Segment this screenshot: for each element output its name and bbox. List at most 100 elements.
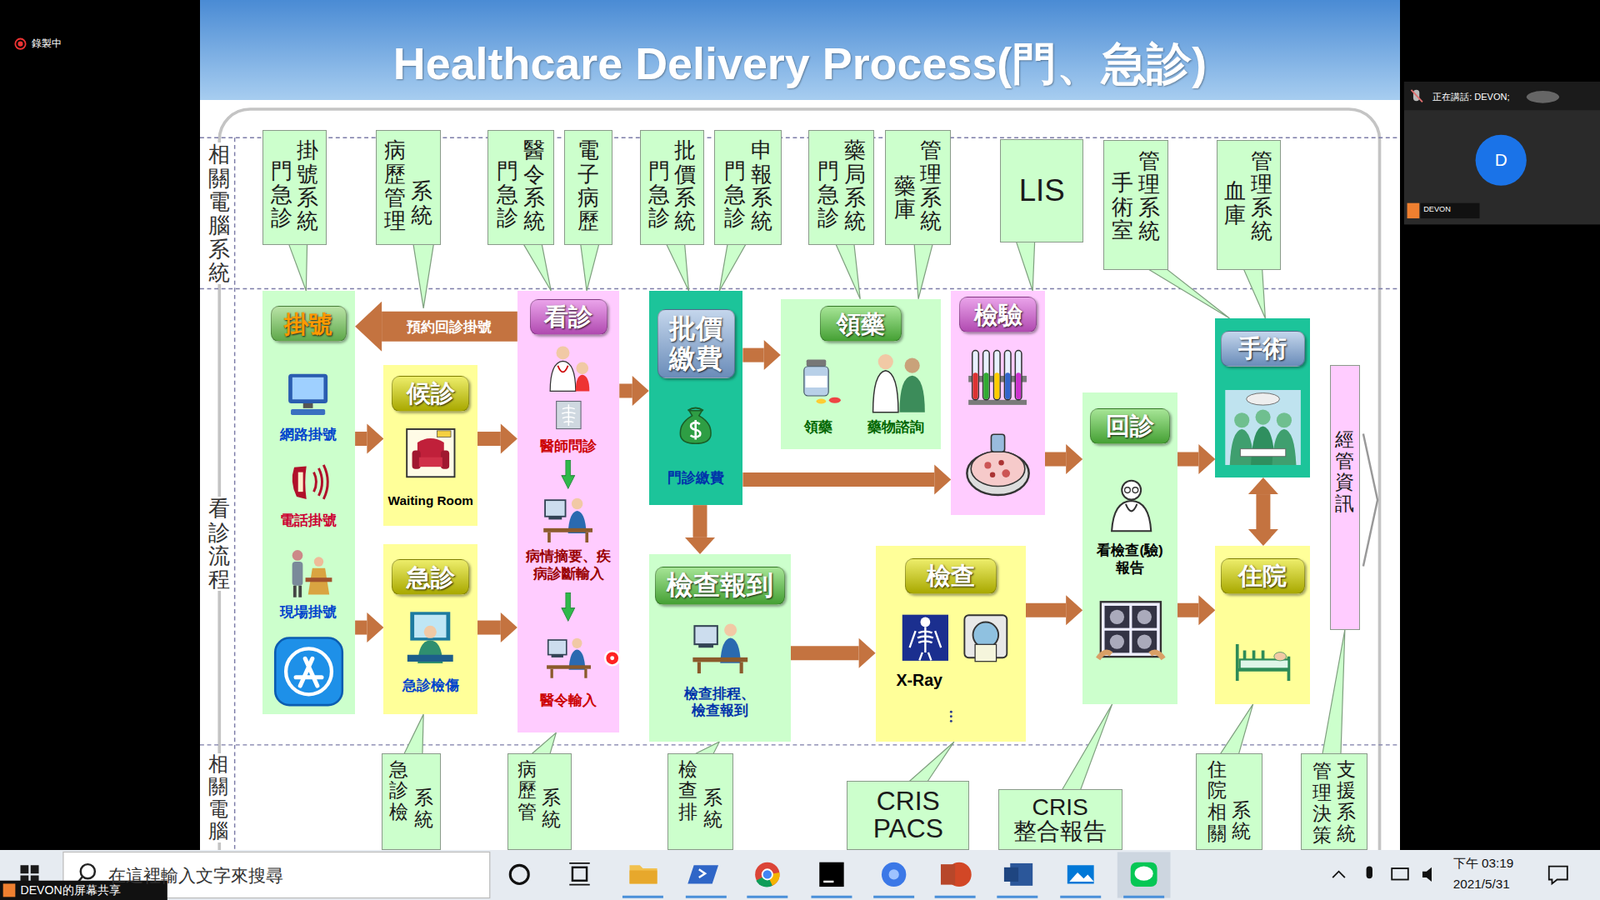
step-label: 醫令輸入 — [520, 691, 616, 710]
surgery-icon-part — [1229, 429, 1254, 465]
tubes-icon-part — [973, 372, 979, 400]
worker-icon-part — [546, 665, 591, 669]
people-icon-part — [305, 577, 333, 582]
system-name: 管理系統 — [1250, 149, 1273, 244]
taskbar-part — [1366, 866, 1373, 880]
scans-icon-part — [1098, 652, 1164, 660]
row-heading: 相關電腦系統 — [208, 142, 230, 285]
system-name: 管理系統 — [1138, 149, 1160, 244]
label-slot: 2021/5/31 — [1453, 876, 1510, 892]
system-callout: 藥庫管理系統 — [885, 130, 952, 245]
drdoc-icon-part — [1132, 487, 1139, 494]
step-header: 候診 — [391, 375, 470, 412]
taskbar — [0, 850, 1600, 900]
scans-icon-part — [1137, 635, 1152, 650]
doctor-icon-part — [576, 362, 590, 375]
recording-indicator-part — [15, 39, 25, 50]
label-slot: 相關電腦 — [208, 753, 229, 844]
callout-pointer — [914, 244, 933, 300]
skeleton-icon-part — [910, 626, 942, 660]
taskbar-part — [819, 862, 844, 887]
arrow-shaft — [355, 620, 367, 635]
xray-icon-part — [561, 404, 575, 426]
tubes-icon-part — [1005, 350, 1012, 400]
column-row: 急診檢系統 — [382, 754, 440, 831]
chair-icon-part — [419, 457, 443, 467]
flow-arrow — [1177, 444, 1215, 475]
flow-arrow — [477, 612, 518, 643]
tubes-icon-part — [1005, 372, 1011, 400]
arrow-shaft — [619, 383, 633, 398]
step-header: 領藥 — [820, 305, 902, 342]
edge-label-slot: 預約回診掛號 — [403, 315, 495, 338]
phone-icon-part — [291, 465, 306, 499]
taskbar-part — [881, 862, 906, 887]
arrow-shaft — [477, 620, 501, 635]
surgery-icon — [1221, 390, 1305, 466]
system-name: 申報系統 — [750, 138, 773, 233]
down-icon-part — [561, 592, 575, 621]
process-box: 回診看檢查(驗) 報告 — [1082, 392, 1178, 704]
scans-icon-part — [1104, 605, 1130, 629]
callout-pointer — [580, 244, 600, 291]
screen-label: DEVON — [1423, 205, 1451, 214]
worker-icon-part — [548, 640, 567, 655]
tubes-icon-part — [1016, 372, 1022, 400]
surgery-icon-part — [1276, 412, 1292, 428]
system-callout: 手術室管理系統 — [1103, 140, 1169, 271]
taskbar-part — [572, 867, 587, 881]
system-callout: 門急診藥局系統 — [808, 130, 875, 245]
system-name: 系統 — [541, 787, 561, 830]
screen-label: 2021/5/31 — [1453, 876, 1510, 892]
people-icon-part — [314, 556, 324, 566]
system-name: 檢查排 — [678, 759, 698, 824]
scans-icon-part — [1110, 635, 1125, 650]
flow-arrow — [355, 612, 384, 643]
doctor-icon-part — [575, 375, 590, 392]
arrow-head — [1065, 444, 1083, 475]
monitor-icon-part — [290, 409, 325, 415]
taskbar-part — [1391, 868, 1409, 880]
down-icon-part — [561, 460, 575, 489]
callout-pointer-wedge — [666, 244, 690, 291]
system-name: 醫令系統 — [523, 138, 545, 233]
taskbar-part — [1135, 866, 1154, 881]
arrow-head — [1248, 529, 1279, 546]
video-panel-part — [1404, 81, 1600, 110]
slide-part — [1363, 433, 1378, 566]
arrow-shaft — [790, 645, 860, 660]
process-box: 手術 — [1215, 318, 1310, 478]
process-box: 檢查報到檢查排程、 檢查報到 — [649, 554, 791, 742]
chair-icon — [404, 418, 458, 488]
column-row: 病歷管系統 — [508, 754, 571, 831]
dots-icon — [945, 699, 958, 735]
taskbar-part — [1422, 867, 1432, 882]
recording-indicator-part — [17, 41, 23, 47]
arrow-head — [366, 612, 384, 643]
mri-icon — [959, 607, 1013, 671]
step-header: 住院 — [1220, 558, 1305, 595]
worker-icon-part — [571, 498, 583, 510]
dish-icon — [959, 431, 1037, 500]
tubes-icon — [960, 344, 1035, 408]
process-box: 看診醫師問診病情摘要、疾病診斷輸入醫令輸入 — [517, 290, 620, 733]
laser-pointer — [605, 650, 620, 665]
step-header: 掛號 — [270, 305, 347, 342]
taskbar-part — [0, 850, 1600, 900]
scans-icon-part — [1131, 605, 1157, 629]
system-name: 急診檢 — [389, 759, 409, 824]
system-name: 住院相關 — [1207, 759, 1227, 845]
taskbar-part — [1549, 866, 1568, 885]
doctor-icon-part — [556, 346, 570, 360]
system-callout: 門急診醫令系統 — [487, 130, 555, 245]
flow-arrow — [790, 638, 876, 669]
system-name: CRIS 整合報告 — [999, 795, 1122, 845]
column-row: 藥庫管理系統 — [885, 130, 951, 234]
drdoc-icon — [1103, 472, 1160, 536]
taskbar-part — [699, 869, 705, 878]
video-panel-part — [1410, 90, 1422, 103]
system-name: 血庫 — [1224, 179, 1246, 227]
callout-pointer-wedge — [719, 244, 746, 291]
consult-icon-part — [904, 357, 920, 373]
